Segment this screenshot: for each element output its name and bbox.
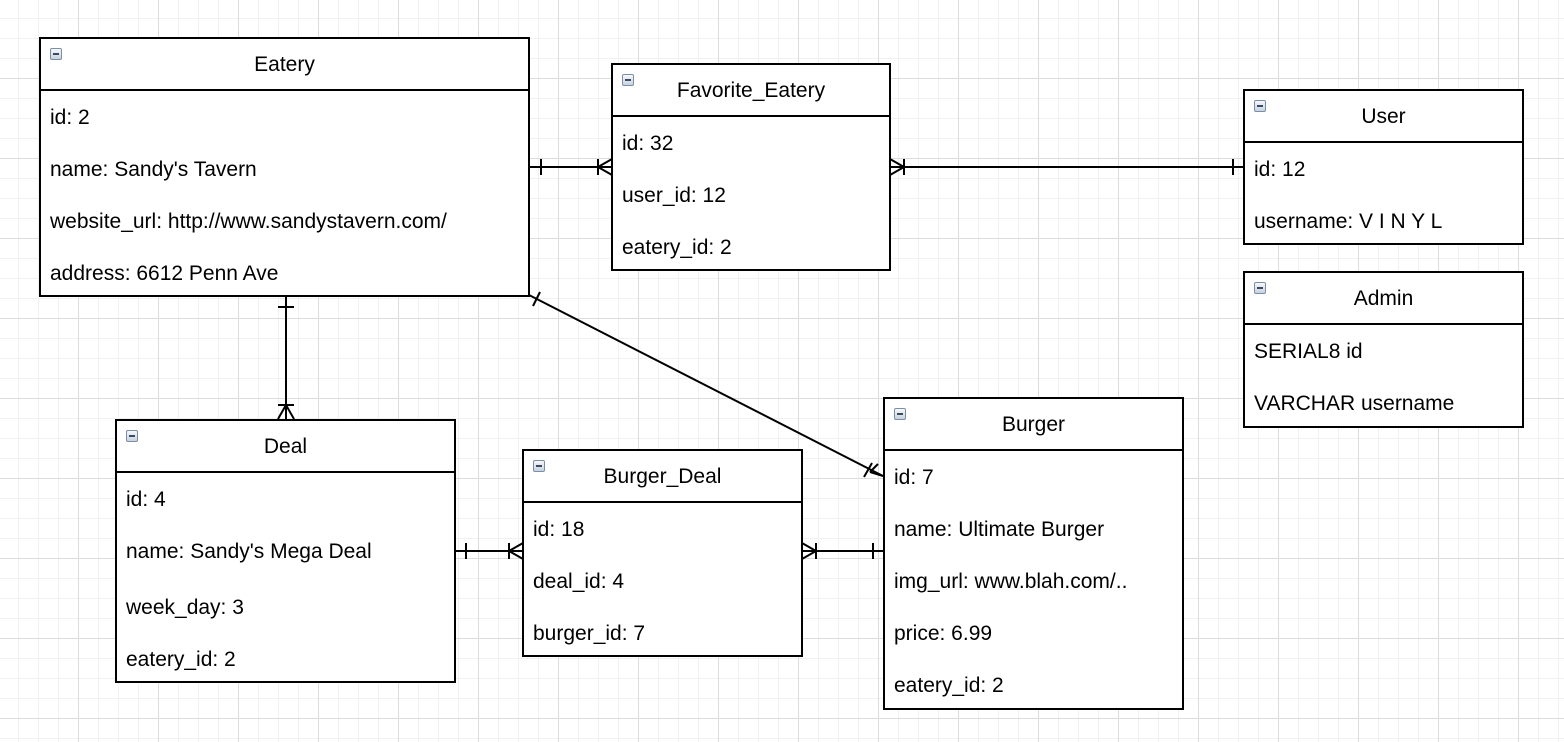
entity-title: Admin (1353, 287, 1414, 310)
entity-field: id: 18 (533, 518, 585, 541)
entity-user-header: User (1245, 91, 1522, 143)
entity-field: eatery_id: 2 (126, 648, 236, 671)
entity-field: price: 6.99 (894, 622, 993, 645)
relationship-burger-deal-burger (801, 542, 883, 560)
entity-field: id: 12 (1254, 158, 1306, 181)
entity-field: eatery_id: 2 (622, 236, 732, 259)
entity-field: burger_id: 7 (533, 622, 646, 645)
entity-field: name: Ultimate Burger (894, 518, 1105, 541)
entity-favorite-eatery-header: Favorite_Eatery (613, 65, 889, 117)
entity-field: username: V I N Y L (1254, 210, 1443, 233)
entity-field: eatery_id: 2 (894, 674, 1004, 697)
collapse-icon[interactable] (533, 460, 545, 472)
collapse-icon[interactable] (50, 48, 62, 60)
entity-title: User (1361, 105, 1406, 128)
collapse-icon[interactable] (126, 430, 138, 442)
entity-field: id: 32 (622, 132, 674, 155)
collapse-icon[interactable] (894, 408, 906, 420)
entity-title: Eatery (254, 53, 315, 76)
entity-field: id: 4 (126, 488, 166, 511)
entity-deal[interactable]: Deal id: 4 name: Sandy's Mega Deal week_… (115, 419, 456, 683)
entity-admin[interactable]: Admin SERIAL8 id VARCHAR username (1243, 271, 1524, 428)
relationship-favorite-eatery-user (889, 158, 1244, 176)
collapse-icon[interactable] (622, 74, 634, 86)
entity-deal-header: Deal (117, 421, 454, 473)
entity-title: Favorite_Eatery (676, 79, 826, 102)
relationship-deal-burger-deal (456, 542, 524, 560)
entity-field: week_day: 3 (126, 596, 244, 619)
entity-field: id: 2 (50, 106, 90, 129)
entity-eatery[interactable]: Eatery id: 2 name: Sandy's Tavern websit… (39, 37, 530, 297)
relationship-eatery-favorite-eatery (529, 158, 613, 176)
entity-field: id: 7 (894, 466, 934, 489)
entity-field: VARCHAR username (1254, 392, 1455, 415)
entity-field: user_id: 12 (622, 184, 726, 207)
entity-favorite-eatery[interactable]: Favorite_Eatery id: 32 user_id: 12 eater… (611, 63, 891, 271)
entity-field: website_url: http://www.sandystavern.com… (50, 210, 447, 233)
collapse-icon[interactable] (1254, 282, 1266, 294)
entity-field: deal_id: 4 (533, 570, 625, 593)
entity-title: Burger (1001, 413, 1066, 436)
entity-burger-deal[interactable]: Burger_Deal id: 18 deal_id: 4 burger_id:… (522, 449, 803, 657)
entity-field: name: Sandy's Mega Deal (126, 540, 372, 563)
entity-field: address: 6612 Penn Ave (50, 262, 279, 285)
entity-user[interactable]: User id: 12 username: V I N Y L (1243, 89, 1524, 245)
entity-eatery-header: Eatery (41, 39, 528, 91)
entity-burger-deal-header: Burger_Deal (524, 451, 801, 503)
entity-field: SERIAL8 id (1254, 340, 1363, 363)
entity-title: Burger_Deal (603, 465, 722, 488)
entity-admin-header: Admin (1245, 273, 1522, 325)
entity-title: Deal (263, 435, 308, 458)
entity-field: img_url: www.blah.com/.. (894, 570, 1128, 593)
relationship-eatery-deal (277, 297, 295, 420)
entity-burger-header: Burger (885, 399, 1182, 451)
entity-field: name: Sandy's Tavern (50, 158, 257, 181)
entity-burger[interactable]: Burger id: 7 name: Ultimate Burger img_u… (883, 397, 1184, 710)
collapse-icon[interactable] (1254, 100, 1266, 112)
